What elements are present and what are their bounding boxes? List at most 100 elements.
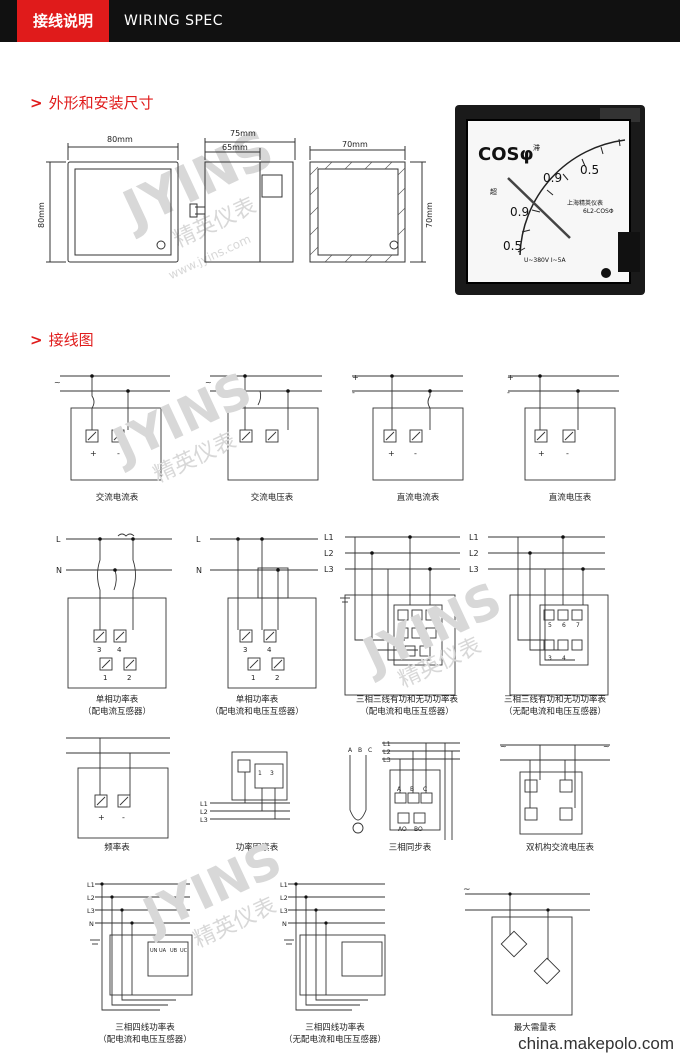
svg-text:~: ~ <box>500 742 507 751</box>
dim-side-total: 75mm <box>230 129 256 138</box>
svg-text:UC: UC <box>180 948 188 954</box>
cutout-outline <box>309 161 406 263</box>
caption: 双机构交流电压表 <box>525 843 594 853</box>
svg-text:L1: L1 <box>87 881 95 889</box>
svg-text:3: 3 <box>270 770 274 777</box>
side-view-bezel <box>259 161 294 263</box>
svg-text:C: C <box>423 786 427 793</box>
svg-text:N: N <box>89 920 94 928</box>
svg-text:AO: AO <box>398 826 407 833</box>
meter-spec: U~380V I~5A <box>524 257 566 264</box>
svg-text:1: 1 <box>251 674 255 682</box>
svg-text:C: C <box>368 747 372 754</box>
svg-text:L3: L3 <box>383 756 391 764</box>
svg-text:L3: L3 <box>200 816 208 824</box>
svg-text:7: 7 <box>576 622 580 629</box>
caption: 三相四线功率表 <box>115 1023 175 1033</box>
cutout-hatch <box>309 161 406 263</box>
meter-maker: 上海精英仪表 <box>567 199 603 207</box>
caption: （配电流和电压互感器） <box>98 1035 192 1045</box>
svg-text:N: N <box>282 920 287 928</box>
svg-text:B: B <box>410 786 414 793</box>
line-label: L2 <box>324 549 334 558</box>
terminal-label: - <box>117 449 120 458</box>
chevron-right-icon: > <box>30 331 43 349</box>
svg-text:4: 4 <box>117 646 122 654</box>
terminal-label: - <box>122 813 125 822</box>
section-title-dimensions: >外形和安装尺寸 <box>30 94 154 112</box>
meter-symbol: COSφ <box>478 144 534 165</box>
line-label: L <box>56 535 61 544</box>
footer-source: china.makepolo.com <box>518 1034 674 1053</box>
svg-text:L3: L3 <box>87 907 95 915</box>
dim-front-width: 80mm <box>107 135 133 144</box>
terminal-label: + <box>90 449 97 458</box>
terminal-label: - <box>352 388 355 397</box>
caption: 单相功率表 <box>235 695 279 705</box>
line-label: L3 <box>469 565 479 574</box>
header-tag: 接线说明 <box>17 0 109 42</box>
meter-cap-label: 滞 <box>533 143 540 152</box>
line-label: L1 <box>324 533 334 542</box>
line-label: N <box>196 566 202 575</box>
caption: （配电流和电压互感器） <box>210 707 304 717</box>
meter-model: 6L2-COSΦ <box>583 208 614 215</box>
terminal-label: + <box>507 373 514 382</box>
svg-text:UA: UA <box>159 948 167 954</box>
meter-photo <box>455 105 645 295</box>
section-title-wiring: >接线图 <box>30 331 94 349</box>
caption: 最大需量表 <box>513 1023 557 1033</box>
line-label: L3 <box>324 565 334 574</box>
meter-scale-label: 0.9 <box>510 205 529 219</box>
caption: 交流电流表 <box>95 493 139 503</box>
header-bar: 接线说明 WIRING SPEC <box>0 0 680 42</box>
svg-text:B: B <box>358 747 362 754</box>
meter-scale-label: 0.5 <box>580 163 599 177</box>
caption: 三相同步表 <box>388 843 432 853</box>
svg-text:A: A <box>348 747 353 754</box>
svg-text:BO: BO <box>414 826 423 833</box>
line-label: L <box>196 535 201 544</box>
front-view-window <box>74 168 172 256</box>
caption: 直流电流表 <box>396 493 440 503</box>
svg-text:L1: L1 <box>280 881 288 889</box>
caption: （配电流互感器） <box>82 707 151 717</box>
svg-text:2: 2 <box>275 674 279 682</box>
meter-cap-label: 超 <box>490 187 497 196</box>
svg-text:UB: UB <box>170 948 178 954</box>
dim-cutout-height: 70mm <box>425 202 434 228</box>
svg-text:1: 1 <box>258 770 262 777</box>
caption: （无配电流和电压互感器） <box>283 1035 386 1045</box>
caption: （配电流和电压互感器） <box>360 707 454 717</box>
svg-text:L1: L1 <box>200 800 208 808</box>
caption: 三相三线有功和无功功率表 <box>503 695 606 705</box>
svg-text:5: 5 <box>548 622 552 629</box>
dim-cutout-width: 70mm <box>342 140 368 149</box>
terminal-label: ~ <box>54 378 61 387</box>
side-view-body <box>204 161 261 263</box>
svg-text:L2: L2 <box>87 894 95 902</box>
svg-text:L2: L2 <box>383 748 391 756</box>
svg-text:4: 4 <box>562 655 566 662</box>
svg-text:UN: UN <box>150 948 158 954</box>
wiring-row-4 <box>90 883 590 1016</box>
dim-front-height: 80mm <box>37 202 46 228</box>
wiring-row-2 <box>66 533 609 696</box>
caption: 交流电压表 <box>250 493 294 503</box>
svg-text:4: 4 <box>267 646 272 654</box>
caption: 功率因素表 <box>235 843 279 853</box>
terminal-label: + <box>538 449 545 458</box>
terminal-label: + <box>98 813 105 822</box>
svg-text:3: 3 <box>97 646 101 654</box>
terminal-label: + <box>352 373 359 382</box>
terminal-label: + <box>388 449 395 458</box>
front-view-adjust-screw <box>156 240 166 250</box>
svg-text:3: 3 <box>243 646 247 654</box>
terminal-label: - <box>566 449 569 458</box>
line-label: L1 <box>469 533 479 542</box>
svg-text:3: 3 <box>548 655 552 662</box>
svg-text:~: ~ <box>463 885 471 895</box>
svg-text:2: 2 <box>127 674 131 682</box>
svg-text:1: 1 <box>103 674 107 682</box>
svg-text:6: 6 <box>562 622 566 629</box>
